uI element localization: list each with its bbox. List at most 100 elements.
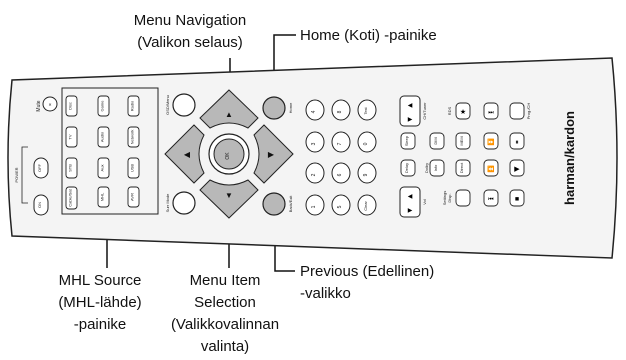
source-usb-button[interactable] xyxy=(127,157,140,179)
vol-up-icon: ◀ xyxy=(408,194,413,200)
source-network-button[interactable] xyxy=(127,126,140,148)
surr-mode-button[interactable] xyxy=(172,191,196,215)
clear-label: Clear xyxy=(363,201,368,211)
left-arrow-icon: ◀ xyxy=(184,150,191,159)
digit-4-button[interactable] xyxy=(305,99,325,121)
sleep-button[interactable] xyxy=(400,132,416,150)
osd-menu-button[interactable] xyxy=(172,93,196,117)
disp-button[interactable] xyxy=(455,189,471,207)
ok-button[interactable] xyxy=(213,138,245,170)
settings-label: Settings xyxy=(442,191,447,205)
dolby-label: Dolby xyxy=(424,163,429,173)
pause-button[interactable] xyxy=(509,132,525,150)
rds-star-button[interactable] xyxy=(455,102,471,120)
clear-button[interactable] xyxy=(357,194,377,216)
rewind-icon: ⏪ xyxy=(487,165,495,173)
source-audio-label: Audio xyxy=(100,131,105,142)
direct-label: Direct xyxy=(459,162,464,173)
source-radio-button[interactable] xyxy=(127,95,140,117)
surr-mode-label: Surr Mode xyxy=(165,193,170,212)
ch-up-icon: ◀ xyxy=(408,103,413,109)
fast-forward-button[interactable] xyxy=(483,132,499,150)
fast-forward-icon: ⏩ xyxy=(487,138,495,146)
source-network-label: Network xyxy=(130,130,135,145)
dpad-down-button[interactable] xyxy=(199,179,259,219)
prev-track-button[interactable] xyxy=(483,189,499,207)
stop-icon: ■ xyxy=(515,196,519,203)
play-icon: ▶ xyxy=(514,166,520,173)
back-exit-label: Back/Exit xyxy=(288,195,293,213)
prog-ch-button[interactable] xyxy=(509,102,525,120)
callout-previous-line2: -valikko xyxy=(300,285,351,302)
callout-previous-line1: Previous (Edellinen) xyxy=(300,263,434,280)
callout-menu-item-line1: Menu Item xyxy=(190,272,261,289)
callout-previous: Previous (Edellinen) -valikko xyxy=(300,263,434,302)
callout-menu-navigation-line2: (Valikon selaus) xyxy=(137,34,243,51)
source-game-button[interactable] xyxy=(97,95,110,117)
home-button[interactable] xyxy=(262,96,286,120)
delay-button[interactable] xyxy=(400,159,416,177)
source-stb-label: STB xyxy=(68,164,73,172)
source-cablesat-button[interactable] xyxy=(65,186,78,210)
callout-menu-item-line4: valinta) xyxy=(201,338,249,355)
mute-button[interactable] xyxy=(42,96,58,112)
callout-mhl-source: MHL Source (MHL-lähde) -painike xyxy=(58,272,141,333)
function-cluster: ◀ ▶ CH/Tuner ◀ ▶ Vol Sleep Delay DIM Inf… xyxy=(399,95,531,218)
power-label: POWER xyxy=(14,167,19,182)
digit-6-button[interactable] xyxy=(331,162,351,184)
digit-7-button[interactable] xyxy=(331,131,351,153)
test-button[interactable] xyxy=(357,99,377,121)
callout-menu-navigation-line1: Menu Navigation xyxy=(134,12,247,29)
digit-1-button[interactable] xyxy=(305,194,325,216)
source-tv-button[interactable] xyxy=(65,126,78,148)
digit-1-label: 1 xyxy=(311,205,317,208)
rewind-button[interactable] xyxy=(483,159,499,177)
source-stb-button[interactable] xyxy=(65,157,78,179)
source-tv-label: TV xyxy=(68,134,73,139)
power-section: ✕ Mute POWER OFF ON xyxy=(14,96,58,216)
source-radio-label: Radio xyxy=(130,100,135,111)
source-disc-button[interactable] xyxy=(65,95,78,117)
source-avr-label: AVR xyxy=(130,193,135,201)
digit-9-button[interactable] xyxy=(357,162,377,184)
callout-menu-item-selection: Menu Item Selection (Valikkovalinnan val… xyxy=(171,272,279,355)
sleep-label: Sleep xyxy=(404,135,409,146)
callout-mhl-line2: (MHL-lähde) xyxy=(58,294,141,311)
digit-3-button[interactable] xyxy=(305,131,325,153)
stop-button[interactable] xyxy=(509,189,525,207)
dpad-up-button[interactable] xyxy=(199,89,259,129)
digit-8-button[interactable] xyxy=(331,99,351,121)
source-mhl-button[interactable] xyxy=(97,186,110,208)
next-track-button[interactable] xyxy=(483,102,499,120)
vol-rocker[interactable] xyxy=(399,186,421,218)
digit-2-label: 2 xyxy=(311,173,317,176)
mute-label: Mute xyxy=(36,100,42,111)
digit-5-button[interactable] xyxy=(331,194,351,216)
back-exit-button[interactable] xyxy=(262,192,286,216)
source-audio-button[interactable] xyxy=(97,126,110,148)
on-button[interactable] xyxy=(33,194,49,216)
callout-mhl-line1: MHL Source xyxy=(59,272,142,289)
dim-label: DIM xyxy=(433,137,438,144)
direct-button[interactable] xyxy=(455,159,471,177)
play-button[interactable] xyxy=(509,159,525,177)
mem-label: MEM xyxy=(459,136,464,145)
rds-label: RDS xyxy=(447,106,452,115)
mute-icon: ✕ xyxy=(48,102,51,107)
digit-2-button[interactable] xyxy=(305,162,325,184)
info-button[interactable] xyxy=(429,159,445,177)
dpad-right-button[interactable] xyxy=(253,124,294,184)
skip-back-icon: ⏮ xyxy=(488,197,494,203)
source-aux-button[interactable] xyxy=(97,157,110,179)
digit-0-button[interactable] xyxy=(357,131,377,153)
vol-down-icon: ▶ xyxy=(408,208,413,214)
mem-button[interactable] xyxy=(455,132,471,150)
dim-button[interactable] xyxy=(429,132,445,150)
source-avr-button[interactable] xyxy=(127,186,140,208)
off-button[interactable] xyxy=(33,157,49,179)
dpad-left-button[interactable] xyxy=(164,124,205,184)
osd-menu-label: OSD/Menu xyxy=(165,95,170,115)
digit-6-label: 6 xyxy=(337,173,343,176)
ch-tuner-rocker[interactable] xyxy=(399,95,421,127)
left-nav-buttons: OSD/Menu Surr Mode xyxy=(165,93,196,215)
